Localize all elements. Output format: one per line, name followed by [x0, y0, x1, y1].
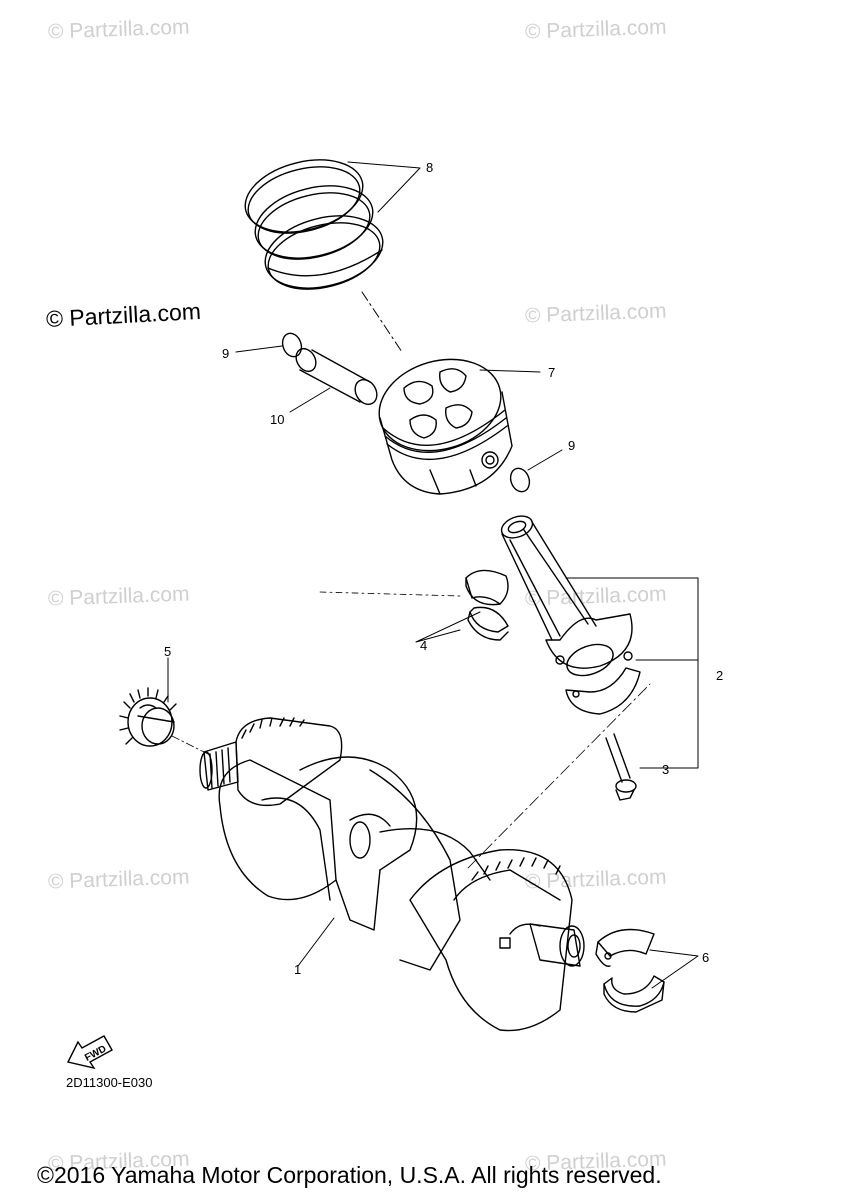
callout-2: 2	[716, 668, 723, 683]
callout-7: 7	[548, 365, 555, 380]
connecting-rod	[500, 515, 641, 715]
piston-pin	[295, 347, 378, 406]
callout-1: 1	[294, 962, 301, 977]
fwd-arrow-icon: FWD	[66, 1035, 113, 1070]
crankshaft	[199, 717, 585, 1032]
main-bearing	[595, 928, 665, 1013]
con-rod-bolt	[605, 733, 637, 801]
fwd-label: FWD	[83, 1044, 108, 1064]
callout-10: 10	[270, 412, 284, 427]
callout-5: 5	[164, 644, 171, 659]
piston-pin-clip	[281, 332, 303, 358]
callout-4: 4	[420, 638, 427, 653]
callout-9: 9	[568, 438, 575, 453]
piston	[378, 358, 513, 495]
piston-pin-clip	[509, 467, 531, 493]
callout-6: 6	[702, 950, 709, 965]
copyright-notice: ©2016 Yamaha Motor Corporation, U.S.A. A…	[37, 1162, 662, 1188]
callout-3: 3	[662, 762, 669, 777]
con-rod-bearing	[465, 569, 509, 641]
diagram-code: 2D11300-E030	[66, 1075, 153, 1090]
callout-9: 9	[222, 346, 229, 361]
callout-8: 8	[426, 160, 433, 175]
crank-gear	[119, 687, 177, 747]
piston-rings	[244, 159, 384, 290]
